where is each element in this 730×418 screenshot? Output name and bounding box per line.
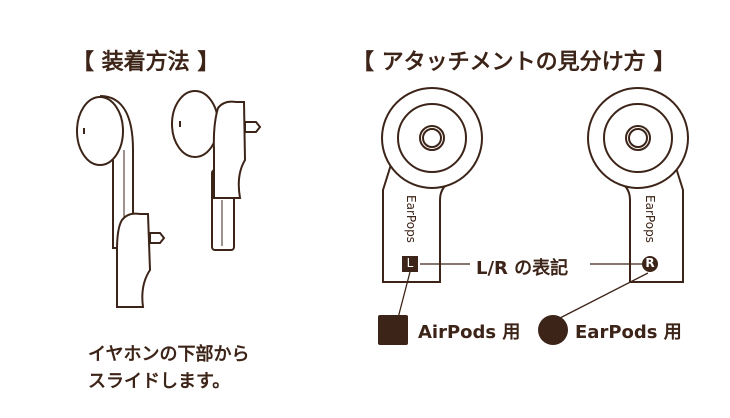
earphone-with-attachment-sliding [76, 95, 166, 308]
earphone-with-attachment-installed [171, 90, 262, 251]
brand-text-left: EarPops [404, 195, 418, 243]
right-title: 【 アタッチメントの見分け方 】 [352, 50, 676, 75]
right-mark-circle [642, 256, 658, 272]
brand-text-right: EarPops [643, 195, 657, 243]
right-mark: R [645, 256, 655, 270]
airpods-square-icon [378, 315, 408, 345]
attachment-left [381, 87, 483, 283]
left-title: 【 装着方法 】 [72, 50, 220, 75]
caption-line1: イヤホンの下部から [88, 344, 250, 365]
airpods-label: AirPods 用 [418, 322, 521, 343]
caption-line2: スライドします。 [88, 371, 231, 392]
left-mark-square [402, 256, 418, 272]
attachment-right [587, 87, 689, 283]
leader-lines [397, 263, 649, 319]
lr-label: L/R の表記 [476, 258, 569, 279]
left-mark: L [406, 256, 414, 270]
earpods-circle-icon [538, 315, 568, 345]
earpods-label: EarPods 用 [575, 322, 682, 343]
